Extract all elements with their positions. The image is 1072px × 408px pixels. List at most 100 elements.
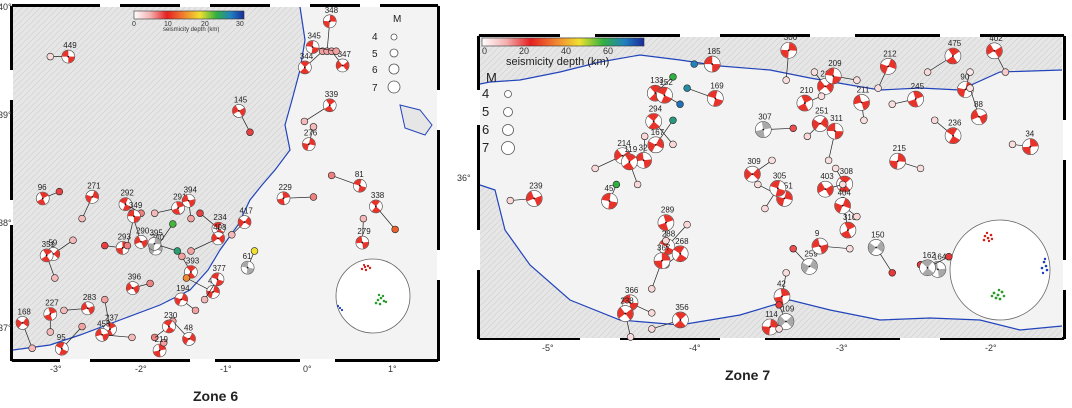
zone6-mag-circle (387, 80, 401, 94)
event-id-label: 417 (240, 207, 254, 216)
zone7-coast-south (479, 184, 1063, 331)
beachball-center (714, 97, 717, 100)
beachball-center (374, 205, 377, 208)
beachball-center (158, 349, 161, 352)
zone7-mag-value: 4 (482, 86, 489, 101)
event-epicenter-marker (640, 132, 649, 141)
zone6-cluster-green (374, 293, 388, 306)
event-id-label: 349 (129, 201, 143, 210)
beachball-quadrant (617, 307, 633, 320)
beachball-symbol (35, 191, 50, 206)
beachball-center (140, 240, 142, 243)
event-epicenter-marker (860, 116, 868, 124)
zone7-frame-scale (477, 34, 1066, 340)
beachball-center (964, 88, 967, 91)
zone6-land (13, 7, 305, 350)
beachball-symbol (944, 47, 962, 65)
event-epicenter-marker (150, 333, 159, 342)
event-id-label: 152 (659, 78, 673, 87)
beachball-center (101, 333, 103, 336)
beachball-center (663, 94, 666, 97)
beachball-center (887, 65, 890, 68)
event-id-label: 311 (830, 114, 843, 123)
beachball-symbol (305, 40, 320, 54)
beachball-symbol (174, 292, 189, 307)
event-epicenter-marker (782, 76, 790, 84)
beachball-symbol (369, 199, 383, 214)
beachball-center (781, 295, 783, 298)
beachball-center (217, 227, 220, 230)
beachball-symbol (232, 104, 246, 118)
event-epicenter-marker (690, 60, 698, 68)
event-id-label: 48 (184, 323, 193, 332)
event-id-label: 42 (777, 279, 786, 288)
zone7-mag-title: M (486, 70, 497, 85)
zone7-x-tick: -4° (689, 343, 701, 353)
event-id-label: 215 (893, 144, 907, 153)
zone6-y-tick: 40° (0, 2, 12, 12)
zone6-colorbar-ramp (133, 10, 245, 20)
beachball-symbol (322, 98, 337, 113)
event-epicenter-marker (612, 180, 621, 189)
event-id-label: 185 (707, 47, 721, 56)
beachball-center (661, 259, 663, 262)
event-id-label: 305 (773, 171, 787, 180)
beachball-center (993, 49, 996, 52)
beachball-symbol (171, 201, 185, 215)
beachball-center (654, 92, 657, 95)
event-id-label: 344 (300, 52, 314, 61)
beachball-symbol (298, 60, 312, 75)
event-epicenter-marker (888, 269, 896, 277)
event-epicenter-marker (28, 344, 36, 352)
beachball-center (243, 221, 246, 223)
zone6-coastline (12, 6, 306, 351)
event-id-label: 219 (155, 335, 169, 344)
beachball-symbol (811, 237, 829, 255)
beachball-quadrant (353, 179, 366, 192)
zone7-x-tick: -3° (836, 343, 848, 353)
beachball-quadrant (300, 61, 310, 74)
beachball-symbol (621, 153, 638, 171)
beachball-symbol (182, 332, 196, 346)
zone6-mag-circle (388, 63, 400, 75)
beachball-center (45, 254, 48, 257)
beachball-quadrant (526, 191, 542, 206)
beachball-quadrant (778, 316, 794, 327)
event-id-label: 283 (83, 293, 97, 302)
beachball-center (654, 143, 657, 146)
event-id-label: 291 (173, 193, 187, 202)
event-epicenter-marker (648, 325, 656, 333)
beachball-symbol (834, 197, 851, 214)
event-id-label: 366 (625, 286, 639, 295)
zone6-frame-scale (10, 4, 440, 362)
zone6-colorbar-tick: 20 (201, 21, 209, 28)
beachball-symbol (919, 259, 936, 277)
zone6-caption: Zone 6 (193, 388, 238, 404)
event-epicenter-marker (754, 180, 762, 189)
zone6-stereonet-inset (335, 258, 411, 334)
beachball-center (60, 347, 63, 350)
beachball-center (841, 204, 844, 207)
beachball-symbol (754, 121, 772, 138)
beachball-quadrant (673, 246, 687, 262)
event-epicenter-marker (309, 193, 318, 201)
event-epicenter-marker (683, 84, 691, 92)
beachball-quadrant (241, 261, 254, 274)
event-id-label: 237 (105, 314, 119, 323)
beachball-symbol (355, 235, 370, 250)
event-epicenter-marker (359, 214, 368, 223)
beachball-center (217, 237, 220, 240)
beachball-quadrant (774, 288, 790, 305)
event-id-label: 458 (97, 319, 111, 328)
event-epicenter-marker (173, 247, 182, 255)
event-id-label: 229 (279, 183, 293, 192)
event-epicenter-marker (506, 196, 514, 205)
beachball-center (188, 337, 190, 340)
beachball-symbol (761, 318, 779, 336)
event-epicenter-marker (78, 322, 86, 331)
event-epicenter-marker (831, 164, 840, 173)
beachball-center (153, 242, 156, 245)
event-id-label: 194 (176, 284, 190, 293)
beachball-center (1029, 145, 1032, 148)
